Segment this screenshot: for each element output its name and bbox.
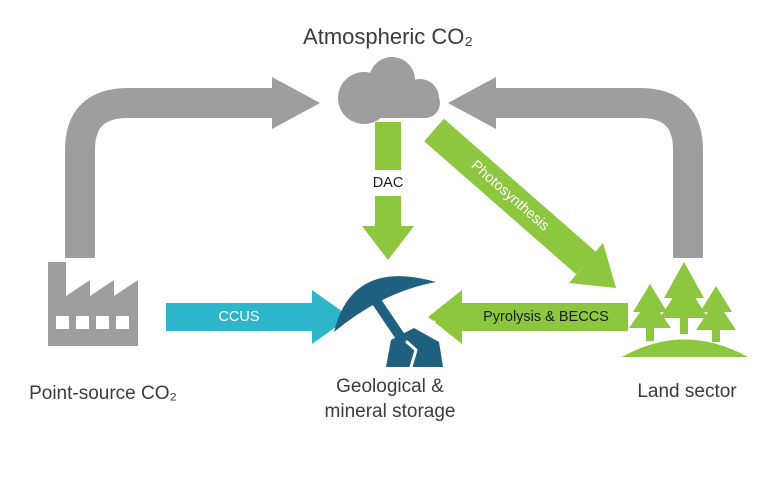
arrow-shaft [462, 303, 628, 331]
spark-mark [422, 320, 436, 332]
arrow-land-to-atmosphere [448, 77, 703, 258]
arrow-head [312, 290, 350, 344]
arrow-shaft [65, 88, 272, 258]
arrow-head [272, 77, 320, 129]
factory-window [96, 316, 109, 329]
dac-label: DAC [373, 175, 404, 191]
arrow-head [428, 290, 462, 344]
arrow-head [448, 77, 496, 129]
arrow-shaft [166, 303, 312, 331]
arrow-photosynthesis: Photosynthesis [424, 118, 616, 288]
tree-trunk [712, 330, 720, 342]
photosynthesis-label: Photosynthesis [468, 158, 552, 235]
arrow-point-source-to-atmosphere [65, 77, 320, 258]
factory-window [116, 316, 129, 329]
dac-label-box [363, 170, 413, 196]
arrow-dac: DAC [362, 122, 414, 260]
arrow-shaft [496, 88, 703, 258]
ground-mound [622, 339, 748, 357]
factory-body [48, 262, 138, 346]
arrow-head [362, 226, 414, 260]
arrow-ccus: CCUS [166, 290, 350, 344]
factory-window [56, 316, 69, 329]
land-sector-label: Land sector [637, 381, 737, 402]
factory-window [76, 316, 89, 329]
pickaxe-rock-icon [334, 276, 443, 369]
cloud-icon [338, 57, 440, 124]
rock-crack [405, 340, 418, 369]
atmosphere-label: Atmospheric CO₂ [303, 24, 473, 49]
point-source-label: Point-source CO₂ [29, 383, 177, 404]
pyrolysis-beccs-label: Pyrolysis & BECCS [483, 309, 609, 325]
tree-canopy [696, 300, 736, 330]
factory-icon [48, 262, 138, 346]
arrow-pyrolysis-beccs: Pyrolysis & BECCS [428, 290, 628, 344]
ccus-label: CCUS [218, 309, 259, 325]
tree-trunk [680, 318, 688, 334]
arrow-shaft [424, 118, 596, 275]
tree-canopy [629, 298, 671, 328]
tree-trunk [646, 328, 654, 341]
storage-label-line2: mineral storage [325, 401, 456, 422]
storage-label-line1: Geological & [336, 376, 444, 397]
tree-canopy [700, 286, 732, 312]
pine-trees-icon [622, 262, 748, 357]
pickaxe-blade [334, 276, 436, 332]
cloud-base [346, 88, 440, 118]
arrow-head [569, 243, 616, 288]
spark-mark [414, 302, 428, 318]
tree-canopy [660, 280, 708, 318]
